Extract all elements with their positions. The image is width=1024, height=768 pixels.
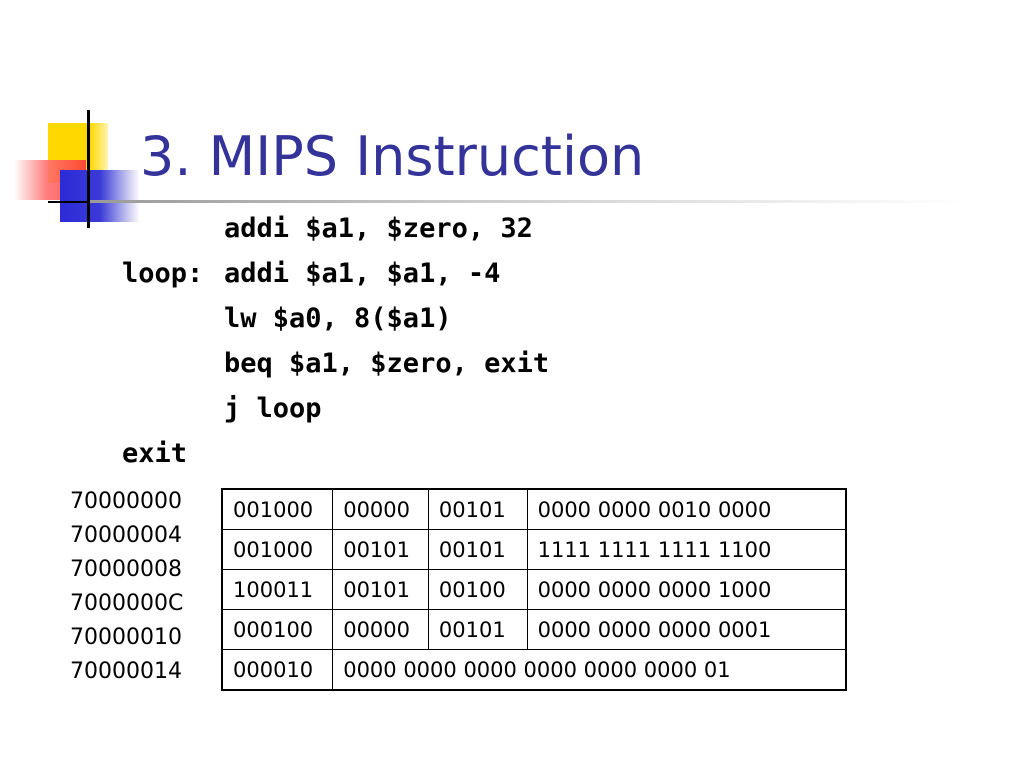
table-cell: 0000 0000 0010 0000 [526,488,847,530]
code-line: addi $a1, $zero, 32 [122,206,549,251]
code-line: lw $a0, 8($a1) [122,296,549,341]
table-cell: 001000 [221,529,334,570]
code-line: j loop [122,386,549,431]
logo-vertical-line [87,110,90,228]
title-underline [90,200,970,203]
code-label: exit [122,438,188,469]
code-label [122,206,224,251]
address-item: 70000004 [70,523,182,548]
assembly-code-block: addi $a1, $zero, 32 loop: addi $a1, $a1, … [122,206,549,476]
address-item: 70000010 [70,625,182,650]
table-cell: 00100 [427,569,528,610]
slide-logo-decoration [0,100,140,230]
code-label [122,341,224,386]
table-row: 001000 00101 00101 1111 1111 1111 1100 [221,529,847,570]
address-item: 70000008 [70,557,182,582]
logo-blue-square [60,170,140,222]
table-cell: 000100 [221,609,334,650]
table-row: 001000 00000 00101 0000 0000 0010 0000 [221,488,847,530]
code-instruction: beq $a1, $zero, exit [224,348,550,379]
table-row: 000010 0000 0000 0000 0000 0000 0000 01 [221,649,847,691]
code-label: loop: [122,258,204,289]
table-cell: 00101 [427,488,528,530]
machine-code-table: 001000 00000 00101 0000 0000 0010 0000 0… [221,488,847,691]
code-line: exit [122,431,549,476]
address-list: 70000000 70000004 70000008 7000000C 7000… [70,485,183,689]
code-instruction: j loop [224,393,322,424]
table-cell: 0000 0000 0000 1000 [526,569,847,610]
code-line: loop: addi $a1, $a1, -4 [122,251,549,296]
table-row: 000100 00000 00101 0000 0000 0000 0001 [221,609,847,650]
table-cell: 1111 1111 1111 1100 [526,529,847,570]
table-cell: 00101 [332,569,429,610]
address-item: 7000000C [70,591,184,616]
table-cell: 00101 [332,529,429,570]
code-label [122,296,224,341]
table-cell: 00000 [332,609,429,650]
code-label [122,386,224,431]
table-cell: 00101 [427,609,528,650]
code-instruction: addi $a1, $zero, 32 [224,213,533,244]
table-cell: 00101 [427,529,528,570]
table-cell: 001000 [221,488,334,530]
table-cell-jump-target: 0000 0000 0000 0000 0000 0000 01 [332,649,847,691]
code-line: beq $a1, $zero, exit [122,341,549,386]
address-item: 70000014 [70,659,182,684]
table-row: 100011 00101 00100 0000 0000 0000 1000 [221,569,847,610]
table-cell: 000010 [221,649,334,691]
code-instruction: addi $a1, $a1, -4 [224,258,501,289]
table-cell: 0000 0000 0000 0001 [526,609,847,650]
table-cell: 00000 [332,488,429,530]
code-instruction: lw $a0, 8($a1) [224,303,452,334]
table-cell: 100011 [221,569,334,610]
slide-title: 3. MIPS Instruction [140,125,645,188]
address-item: 70000000 [70,489,182,514]
